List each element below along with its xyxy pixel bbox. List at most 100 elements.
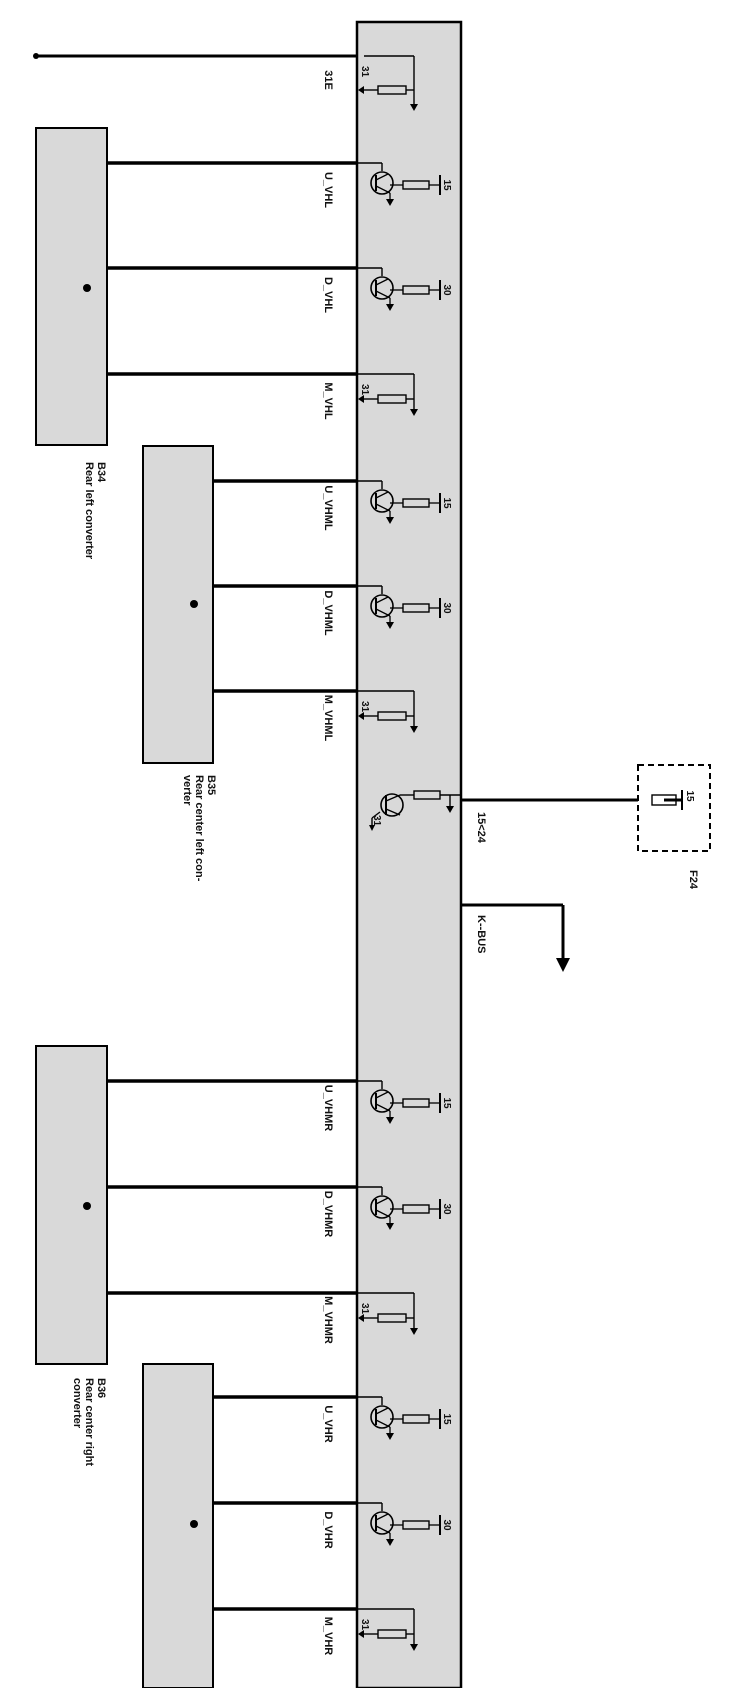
terminal-label: 15 <box>441 1097 452 1109</box>
converter-rear-right <box>142 1363 214 1688</box>
transistor-icon <box>370 1089 394 1113</box>
fuse-f24: 15 F24 <box>637 764 711 890</box>
signal-row-d-vhmr: D_VHMR 30 <box>107 1185 452 1238</box>
terminal-arrow-icon <box>358 1630 364 1638</box>
output-arrow-icon <box>386 517 394 524</box>
converter-b34: B34 Rear left converter <box>35 127 108 560</box>
signal-label: D_VHR <box>322 1511 334 1548</box>
converter-dot <box>190 1520 198 1528</box>
output-arrow-icon <box>386 622 394 629</box>
terminal-label: 31 <box>359 384 370 396</box>
converter-b35: B35 Rear center left con- verter <box>142 445 217 882</box>
supply-label: 15<24 <box>475 812 487 844</box>
output-arrow-icon <box>386 304 394 311</box>
signal-label: M_VHL <box>322 382 334 420</box>
ground-arrow-icon <box>410 1644 418 1651</box>
signal-row-u-vhml: U_VHML 15 <box>213 479 452 531</box>
converter-id: B35 <box>205 775 217 795</box>
terminal-label: 15 <box>441 497 452 509</box>
converter-box <box>142 445 214 764</box>
transistor-icon <box>370 1405 394 1429</box>
signal-label: U_VHML <box>322 485 334 531</box>
fuse-id: F24 <box>687 870 699 890</box>
converter-id: B36 <box>95 1378 107 1398</box>
signal-label: M_VHMR <box>322 1296 334 1344</box>
transistor-icon <box>370 171 394 195</box>
ground-arrow-icon <box>410 1328 418 1335</box>
output-arrow-icon <box>386 1433 394 1440</box>
signal-row-d-vhr: D_VHR 30 <box>213 1501 452 1549</box>
converter-name-line-2: verter <box>181 775 193 806</box>
signal-label: D_VHL <box>322 277 334 313</box>
transistor-icon <box>370 489 394 513</box>
terminal-label: 30 <box>441 1519 452 1531</box>
transistor-icon <box>370 276 394 300</box>
ground-31e-label: 31E <box>322 70 334 90</box>
supply-ground-terminal: 31 <box>371 815 382 827</box>
ground-arrow-icon <box>410 104 418 111</box>
signal-row-u-vhr: U_VHR 15 <box>213 1395 452 1443</box>
ground-arrow-icon <box>410 409 418 416</box>
fuse-terminal: 15 <box>684 790 695 802</box>
terminal-label: 15 <box>441 1413 452 1425</box>
signal-label: D_VHML <box>322 590 334 636</box>
terminal-label: 31 <box>359 1619 370 1631</box>
signal-row-m-vhmr: M_VHMR 31 <box>107 1291 418 1344</box>
transistor-icon <box>370 1195 394 1219</box>
converter-name-line-2: converter <box>71 1378 83 1429</box>
transistor-icon <box>370 1511 394 1535</box>
signal-row-d-vhl: D_VHL 30 <box>107 266 452 313</box>
converter-name: Rear left converter <box>83 462 95 560</box>
supply-arrow-icon <box>446 806 454 813</box>
signal-row-m-vhr: M_VHR 31 <box>213 1607 418 1656</box>
k-bus-label: K--BUS <box>475 915 487 954</box>
terminal-label: 30 <box>441 284 452 296</box>
supply-ground-arrow-icon <box>369 825 375 831</box>
signal-label: M_VHML <box>322 695 334 742</box>
supply-transistor-icon <box>380 793 404 817</box>
signal-row-u-vhl: U_VHL 15 <box>107 161 452 208</box>
converter-dot <box>83 1202 91 1210</box>
transistor-icon <box>370 594 394 618</box>
terminal-label: 30 <box>441 1203 452 1215</box>
signal-label: D_VHMR <box>322 1191 334 1238</box>
terminal-arrow-icon <box>358 712 364 720</box>
signal-label: U_VHMR <box>322 1085 334 1132</box>
signal-label: U_VHL <box>322 172 334 208</box>
signal-row-m-vhml: M_VHML 31 <box>213 689 418 742</box>
output-arrow-icon <box>386 1223 394 1230</box>
converter-box <box>35 1045 108 1365</box>
signal-label: U_VHR <box>322 1405 334 1442</box>
terminal-label: 31 <box>359 66 370 78</box>
ground-arrow-icon <box>410 726 418 733</box>
terminal-arrow-icon <box>358 1314 364 1322</box>
fuse-box <box>637 764 711 852</box>
control-unit-body <box>355 20 463 1688</box>
signal-row-u-vhmr: U_VHMR 15 <box>107 1079 452 1132</box>
terminal-label: 15 <box>441 179 452 191</box>
signal-label: M_VHR <box>322 1617 334 1656</box>
k-bus-arrow-icon <box>556 958 570 972</box>
converter-b36: B36 Rear center right converter <box>35 1045 108 1466</box>
terminal-label: 31 <box>359 1303 370 1315</box>
converter-box <box>142 1363 214 1688</box>
converter-box <box>35 127 108 446</box>
output-arrow-icon <box>386 1539 394 1546</box>
ground-31e-text: 31E <box>322 70 334 90</box>
converter-name-line-1: Rear center left con- <box>193 775 205 882</box>
k-bus: K--BUS <box>461 903 570 972</box>
terminal-arrow-icon <box>358 86 364 94</box>
ground-31e-line <box>33 53 357 59</box>
output-arrow-icon <box>386 1117 394 1124</box>
terminal-arrow-icon <box>358 395 364 403</box>
converter-name-line-1: Rear center right <box>83 1378 95 1466</box>
converter-id: B34 <box>95 462 107 483</box>
signal-row-m-vhl: M_VHL 31 <box>107 372 418 420</box>
converter-dot <box>83 284 91 292</box>
converter-dot <box>190 600 198 608</box>
terminal-label: 31 <box>359 701 370 713</box>
output-arrow-icon <box>386 199 394 206</box>
ground-31e-circuit: 31 <box>358 55 418 111</box>
